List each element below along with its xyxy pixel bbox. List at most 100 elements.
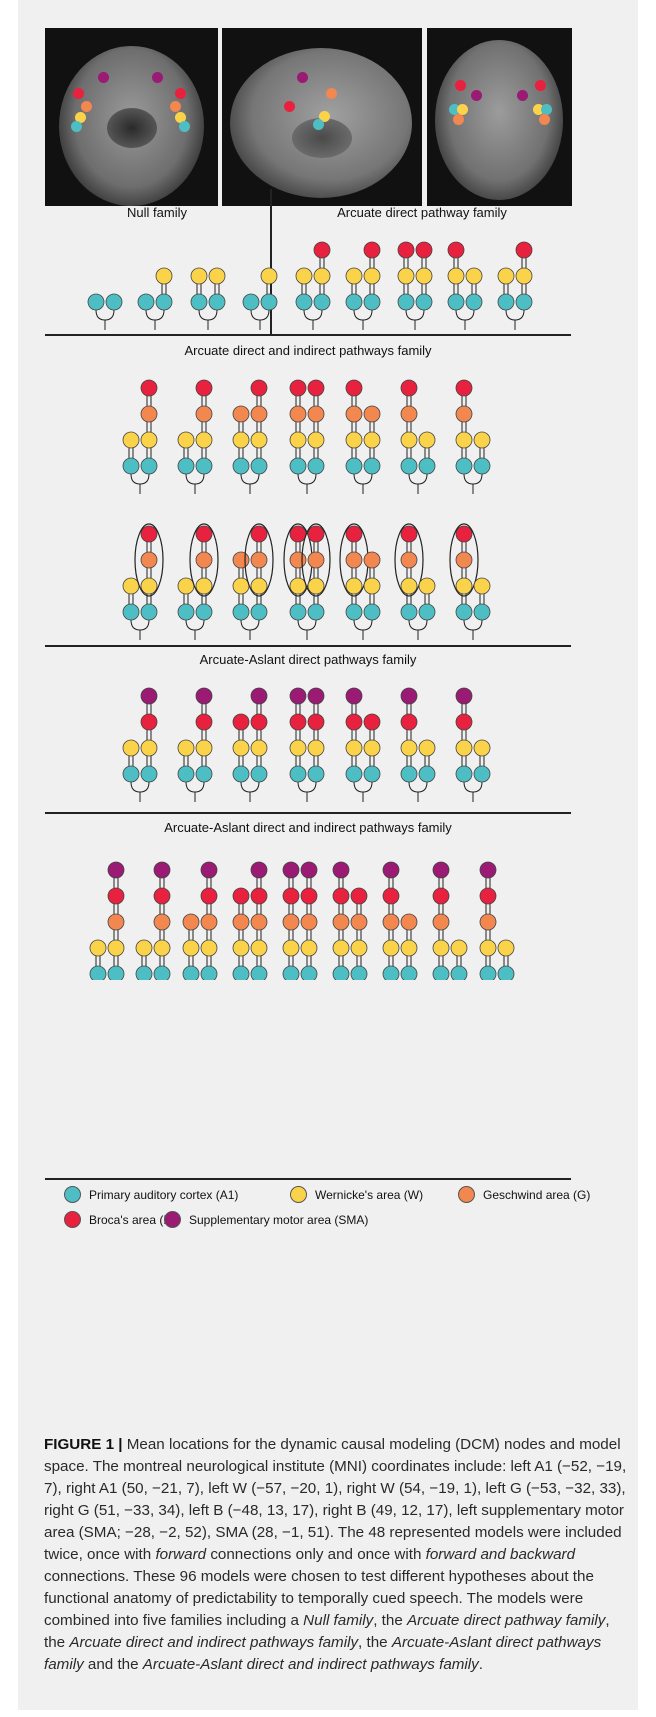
- node-sma: [200, 861, 218, 879]
- node-a1: [418, 457, 436, 475]
- node-w: [432, 939, 450, 957]
- node-w: [479, 939, 497, 957]
- node-w: [177, 577, 195, 595]
- node-w: [177, 739, 195, 757]
- node-b: [140, 379, 158, 397]
- node-sma: [345, 687, 363, 705]
- node-a1: [473, 765, 491, 783]
- node-w: [455, 431, 473, 449]
- node-b: [153, 887, 171, 905]
- node-a1: [350, 965, 368, 980]
- node-w: [447, 267, 465, 285]
- null-family-title: Null family: [127, 205, 187, 220]
- node-a1: [250, 603, 268, 621]
- node-a1: [307, 457, 325, 475]
- legend-label-b: Broca's area (B): [89, 1212, 176, 1227]
- legend-label-sma: Supplementary motor area (SMA): [189, 1212, 369, 1227]
- node-g: [250, 913, 268, 931]
- node-a1: [400, 457, 418, 475]
- node-w: [345, 267, 363, 285]
- node-a1: [400, 603, 418, 621]
- node-w: [473, 577, 491, 595]
- node-w: [418, 431, 436, 449]
- node-b: [250, 379, 268, 397]
- node-w: [418, 739, 436, 757]
- node-a1: [135, 965, 153, 980]
- node-a1: [250, 965, 268, 980]
- node-b: [200, 887, 218, 905]
- node-a1: [345, 457, 363, 475]
- caption-text: , the: [373, 1612, 407, 1629]
- a1-input-fork: [408, 473, 428, 485]
- node-a1: [363, 293, 381, 311]
- caption-text: Mean locations for the dynamic causal mo…: [44, 1436, 627, 1563]
- node-b: [455, 379, 473, 397]
- node-b: [307, 379, 325, 397]
- indirect-pathway-loop: [134, 523, 164, 597]
- node-b: [447, 241, 465, 259]
- node-g: [300, 913, 318, 931]
- node-sma: [307, 687, 325, 705]
- family-divider-vertical: [270, 189, 272, 334]
- node-g: [200, 913, 218, 931]
- node-b: [289, 525, 307, 543]
- node-a1: [195, 603, 213, 621]
- node-w: [250, 577, 268, 595]
- node-a1: [195, 765, 213, 783]
- a1-input-fork: [405, 309, 425, 321]
- node-w: [122, 577, 140, 595]
- node-w: [450, 939, 468, 957]
- node-a1: [232, 603, 250, 621]
- node-a1: [345, 765, 363, 783]
- node-w: [400, 939, 418, 957]
- family-divider-2: [45, 645, 571, 647]
- node-w: [232, 739, 250, 757]
- node-a1: [289, 765, 307, 783]
- node-sma: [400, 687, 418, 705]
- node-a1: [400, 965, 418, 980]
- node-b: [195, 713, 213, 731]
- node-b: [289, 379, 307, 397]
- g-legend-swatch: [458, 1186, 475, 1203]
- caption-text: .: [478, 1656, 483, 1673]
- node-b: [195, 525, 213, 543]
- node-w: [400, 577, 418, 595]
- node-a1: [140, 603, 158, 621]
- node-w: [250, 739, 268, 757]
- node-b: [455, 713, 473, 731]
- a1-input-fork: [130, 619, 150, 631]
- node-w: [122, 739, 140, 757]
- node-g: [250, 405, 268, 423]
- node-g: [107, 913, 125, 931]
- node-g: [195, 551, 213, 569]
- node-a1: [260, 293, 278, 311]
- node-a1: [473, 603, 491, 621]
- node-a1: [473, 457, 491, 475]
- node-g: [345, 551, 363, 569]
- node-a1: [122, 457, 140, 475]
- node-sma: [250, 687, 268, 705]
- node-a1: [140, 457, 158, 475]
- a1-input-fork: [353, 781, 373, 793]
- node-a1: [497, 965, 515, 980]
- legend-item-w: Wernicke's area (W): [290, 1186, 423, 1203]
- node-w: [177, 431, 195, 449]
- node-b: [250, 713, 268, 731]
- node-g: [195, 405, 213, 423]
- node-b: [282, 887, 300, 905]
- node-sma: [479, 861, 497, 879]
- node-a1: [497, 293, 515, 311]
- a1-input-fork: [455, 309, 475, 321]
- node-sma: [282, 861, 300, 879]
- node-a1: [282, 965, 300, 980]
- node-a1: [87, 293, 105, 311]
- node-b: [345, 525, 363, 543]
- node-w: [289, 739, 307, 757]
- node-b: [313, 241, 331, 259]
- caption-emphasis: forward and backward: [425, 1546, 576, 1563]
- sma-legend-swatch: [164, 1211, 181, 1228]
- node-a1: [232, 965, 250, 980]
- node-g: [140, 405, 158, 423]
- legend-item-g: Geschwind area (G): [458, 1186, 590, 1203]
- node-b: [363, 241, 381, 259]
